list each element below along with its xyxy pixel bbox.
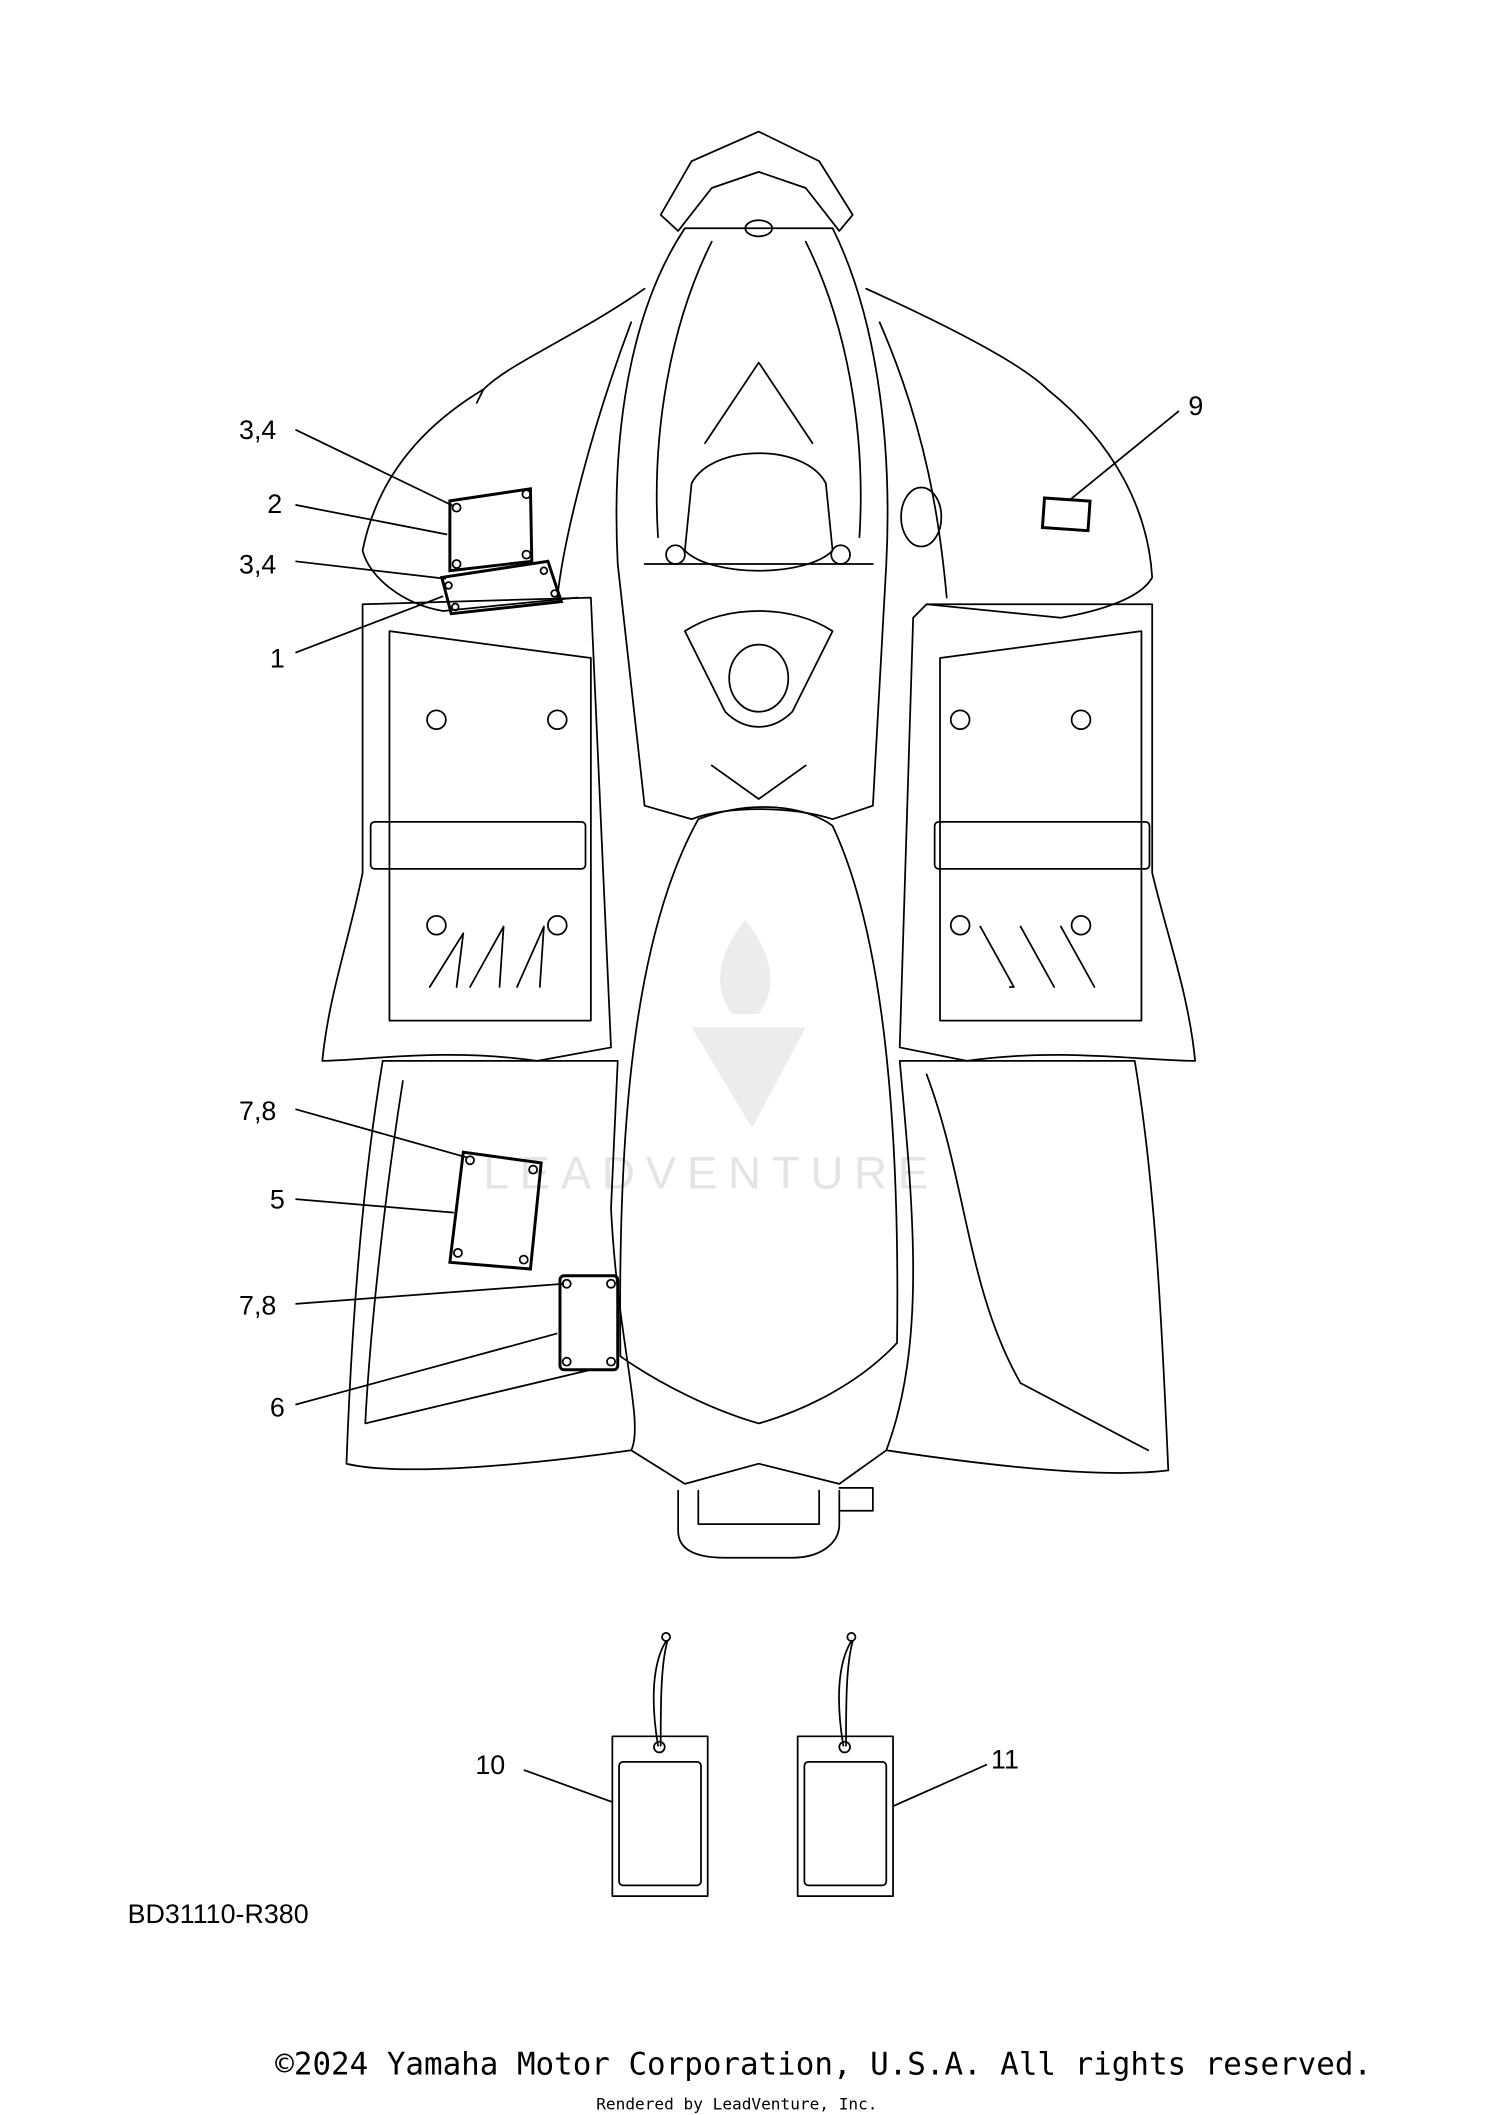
decal-9 <box>1040 496 1092 533</box>
callout-label: 11 <box>991 1745 1019 1775</box>
hang-tag-10 <box>611 1632 709 1897</box>
rendered-by-text: Rendered by LeadVenture, Inc. <box>596 2095 877 2114</box>
leader-lines <box>295 410 1180 1807</box>
copyright-text: ©2024 Yamaha Motor Corporation, U.S.A. A… <box>275 2047 1372 2083</box>
callout-label: 5 <box>270 1185 285 1215</box>
callout-label: 3,4 <box>239 549 276 579</box>
watermark-text: LEADVENTURE <box>483 1147 938 1198</box>
callout-label: 7,8 <box>239 1291 276 1321</box>
callout-label: 10 <box>475 1750 505 1780</box>
hang-tag-11 <box>796 1632 894 1897</box>
callout-label: 7,8 <box>239 1096 276 1126</box>
diagram-code: BD31110-R380 <box>128 1899 309 1929</box>
callout-label: 3,4 <box>239 415 276 445</box>
watermark-logo <box>691 919 806 1128</box>
callout-label: 9 <box>1188 391 1203 421</box>
decal-1 <box>439 559 564 616</box>
callout-label: 6 <box>270 1393 285 1423</box>
callout-label: 1 <box>270 643 285 673</box>
callout-label: 2 <box>267 489 282 519</box>
decal-2 <box>448 487 534 573</box>
atv-body-outline <box>321 130 1197 1559</box>
decal-5 <box>448 1150 543 1271</box>
decal-6 <box>558 1274 620 1372</box>
